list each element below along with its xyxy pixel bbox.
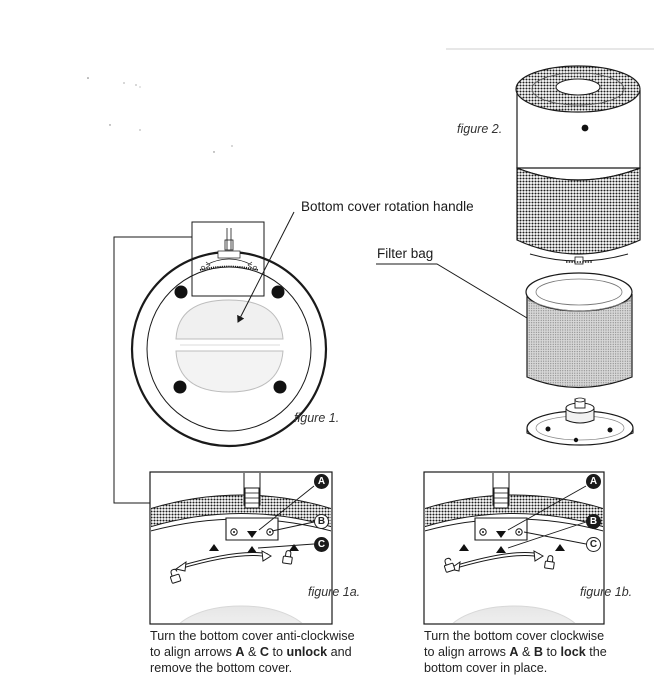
foot-bottom-left [173, 380, 187, 394]
marker-a-fig1a: A [314, 474, 329, 489]
detail-box [191, 221, 265, 297]
filter-bag-body [526, 294, 633, 389]
marker-b-fig1b: B [586, 514, 601, 529]
figure-1a-label: figure 1a. [308, 585, 361, 599]
scan-specks [87, 77, 233, 153]
caption-lock-line2: to align arrows A & B to lock the [424, 645, 607, 659]
caption-unlock-line3: remove the bottom cover. [150, 661, 293, 675]
handle-lower [175, 350, 284, 393]
marker-c-fig1a: C [314, 537, 329, 552]
figure-1a-drawing [149, 471, 333, 625]
purifier-top-cap [555, 78, 601, 96]
foot-top-right [271, 285, 285, 299]
purifier-mesh-band [516, 167, 641, 255]
leader-filter-bag [376, 263, 528, 319]
figure-1-label: figure 1. [294, 411, 340, 425]
leader-rotation-handle [237, 211, 295, 323]
foot-top-left [174, 285, 188, 299]
purifier-indicator [581, 124, 589, 132]
handle-upper [175, 299, 284, 340]
caption-lock: Turn the bottom cover clockwise to align… [424, 628, 649, 676]
figure-1b-label: figure 1b. [580, 585, 633, 599]
connector-to-fig1a [113, 236, 192, 504]
caption-unlock: Turn the bottom cover anti-clockwise to … [150, 628, 390, 676]
filter-bag-label: Filter bag [377, 246, 434, 261]
rotation-handle-label: Bottom cover rotation handle [301, 199, 474, 214]
figure-2-label: figure 2. [457, 122, 503, 136]
caption-unlock-line2: to align arrows A & C to unlock and [150, 645, 352, 659]
caption-lock-line3: bottom cover in place. [424, 661, 548, 675]
base-inner-ring [146, 266, 312, 432]
figure-2-drawing [376, 65, 641, 446]
caption-lock-line1: Turn the bottom cover clockwise [424, 629, 605, 643]
marker-a-fig1b: A [586, 474, 601, 489]
foot-bottom-right [273, 380, 287, 394]
figure-1-drawing [113, 211, 328, 504]
marker-b-fig1a: B [314, 514, 329, 529]
marker-c-fig1b: C [586, 537, 601, 552]
caption-unlock-line1: Turn the bottom cover anti-clockwise [150, 629, 355, 643]
figure-1b-drawing [423, 471, 605, 625]
